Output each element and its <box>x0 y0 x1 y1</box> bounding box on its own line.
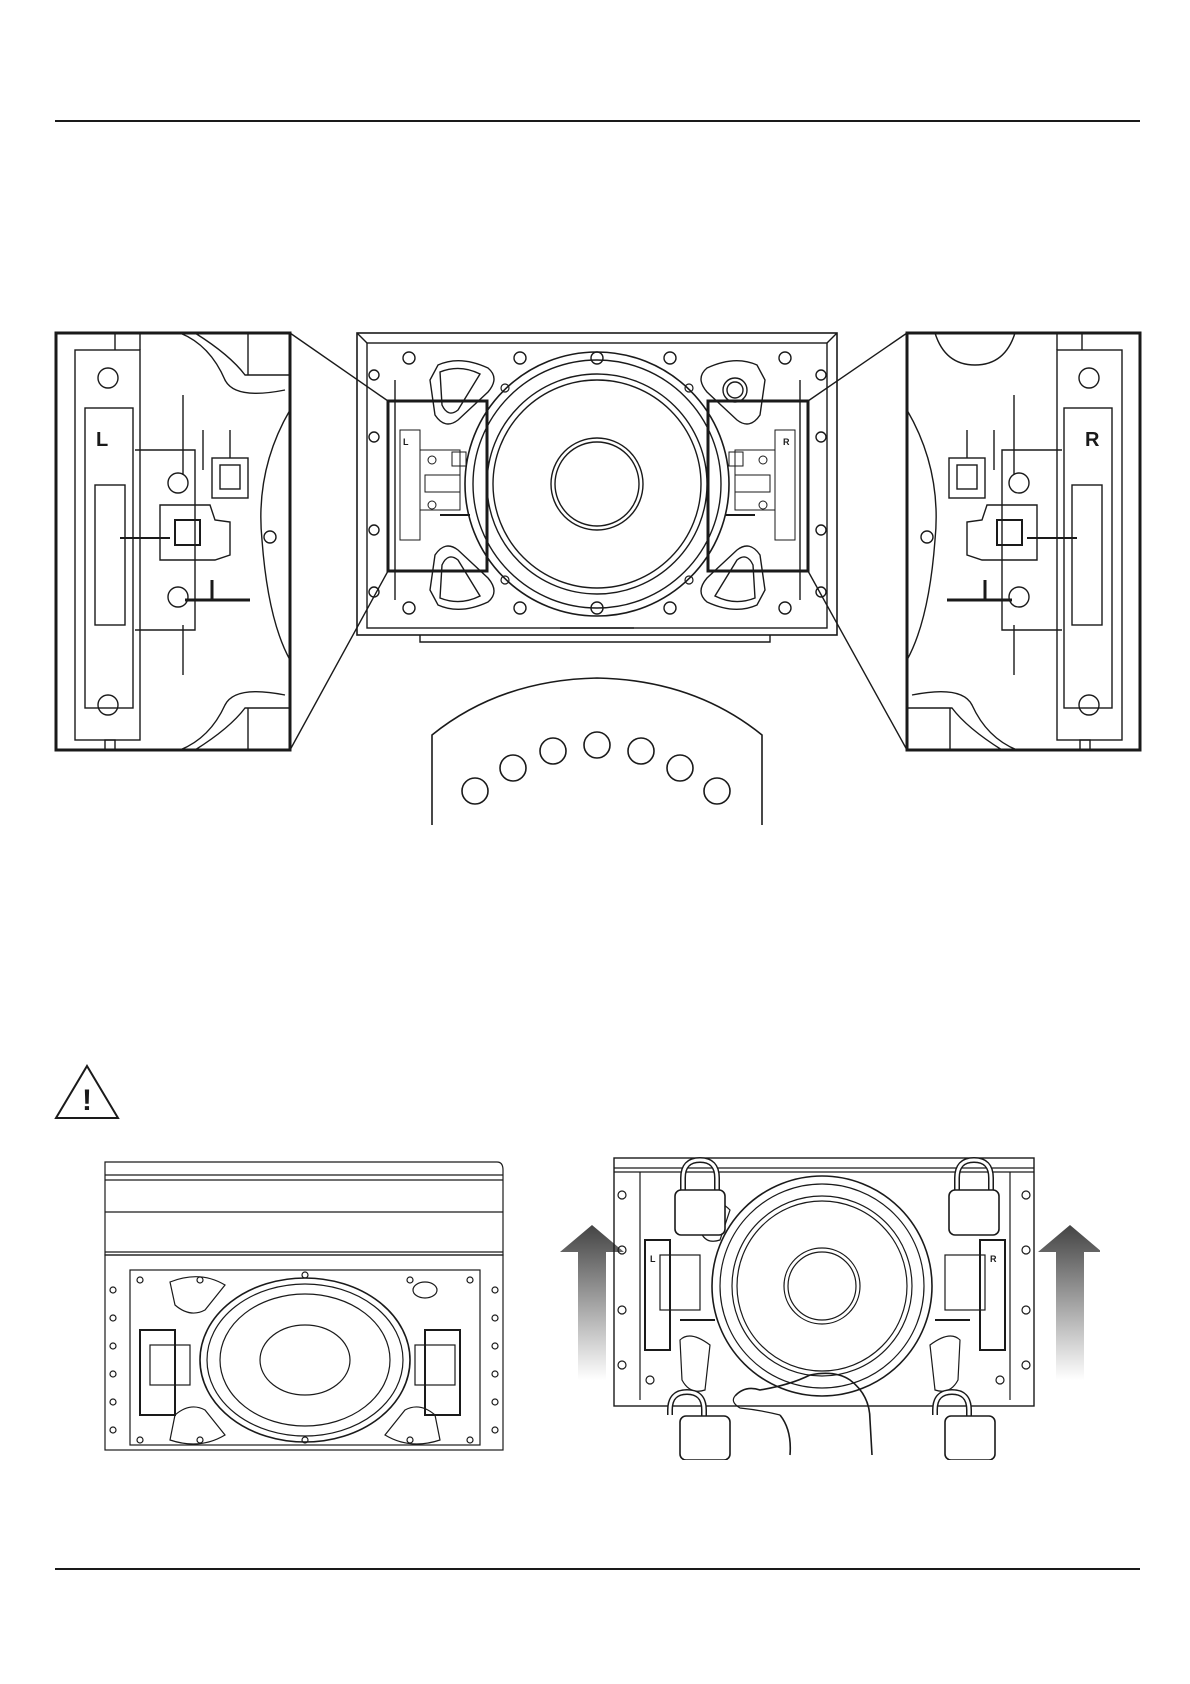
top-figure: L R L R <box>0 300 1190 840</box>
padlock-icon-locked-left <box>675 1160 725 1235</box>
speaker-front-view <box>357 333 837 642</box>
small-bracket-left <box>400 430 470 540</box>
footer-rule <box>55 1568 1140 1570</box>
bottom-right-figure: L R <box>555 1150 1100 1460</box>
zoom-connector-left-bottom <box>290 571 388 750</box>
zoom-box-right <box>907 333 1140 750</box>
zoom-left-label: L <box>96 429 108 451</box>
small-left-label: L <box>403 437 409 447</box>
padlock-icon-locked-right <box>949 1160 999 1235</box>
bottom-left-figure <box>100 1155 510 1455</box>
zoom-connector-right-bottom <box>808 571 907 750</box>
header-rule <box>55 120 1140 122</box>
zoom-right-label: R <box>1085 429 1100 451</box>
warning-glyph: ! <box>82 1084 92 1117</box>
warning-block: ! <box>52 1062 122 1122</box>
up-arrow-icon-right <box>1038 1225 1100 1380</box>
warning-triangle-icon: ! <box>52 1062 122 1122</box>
small-right-label: R <box>783 437 790 447</box>
speaker-locking-diagram: L R <box>555 1150 1100 1460</box>
padlock-icon-unlocked-left <box>670 1392 730 1460</box>
zoom-box-left <box>56 333 290 750</box>
speaker-installed-diagram <box>100 1155 510 1455</box>
hand-illustration <box>735 1373 872 1455</box>
small-left-label-bottom: L <box>650 1254 656 1264</box>
speaker-bracket-diagram: L R L R <box>0 300 1190 840</box>
padlock-icon-unlocked-right <box>935 1392 995 1460</box>
small-box-right <box>708 401 808 571</box>
small-right-label-bottom: R <box>990 1254 997 1264</box>
mounting-plate <box>432 678 762 825</box>
small-box-left <box>388 401 487 571</box>
